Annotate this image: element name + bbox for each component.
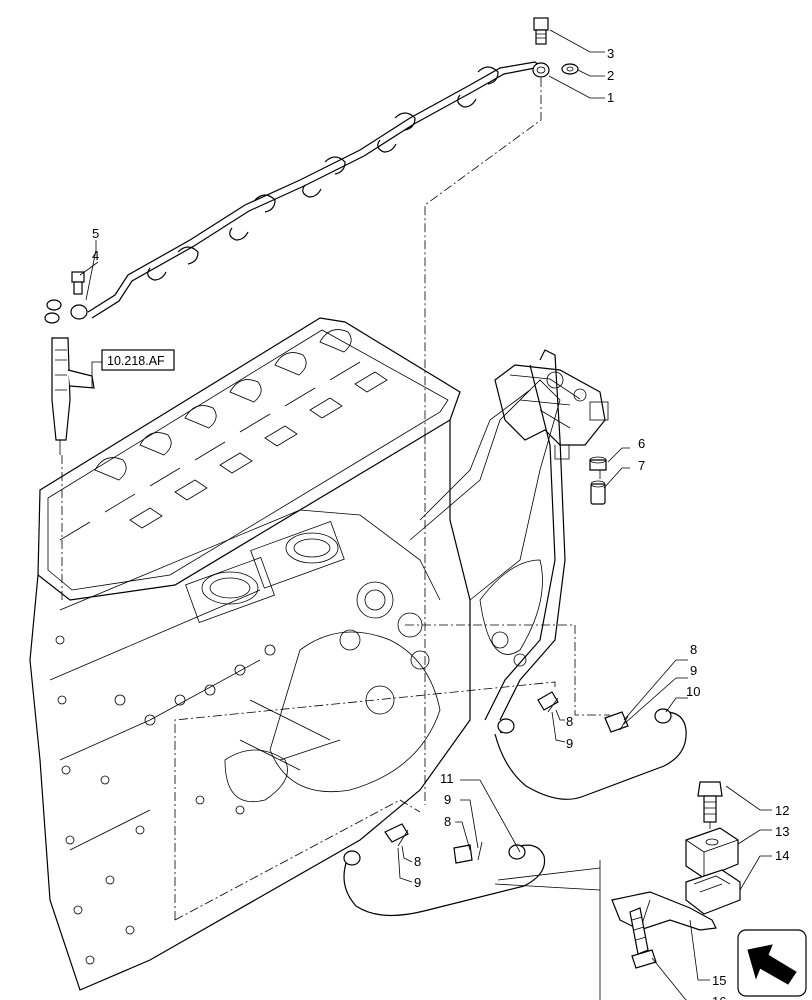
callout-7: 7 <box>638 458 645 473</box>
reference-label: 10.218.AF <box>107 354 165 368</box>
callout-11: 11 <box>440 771 454 786</box>
arrow-nav-icon[interactable] <box>737 929 807 997</box>
callout-8: 8 <box>690 642 697 657</box>
callout-5: 5 <box>92 226 99 241</box>
callout-15: 15 <box>712 973 726 988</box>
callout-9: 9 <box>690 663 697 678</box>
callout-16: 16 <box>712 994 726 1000</box>
callout-3: 3 <box>607 46 614 61</box>
reference-lines <box>61 78 711 921</box>
engine-block <box>29 317 561 991</box>
callout-2: 2 <box>607 68 614 83</box>
callout-4: 4 <box>92 248 99 263</box>
pump-bracket <box>484 349 609 721</box>
callout-1: 1 <box>607 90 614 105</box>
callout-8: 8 <box>566 714 573 729</box>
leader-lines <box>79 29 772 1000</box>
callout-8: 8 <box>414 854 421 869</box>
injector-pipe-assembly <box>44 17 579 455</box>
callout-12: 12 <box>775 803 789 818</box>
callout-14: 14 <box>775 848 789 863</box>
callout-13: 13 <box>775 824 789 839</box>
reference-box[interactable]: 10.218.AF <box>91 349 175 388</box>
fitting-6-7 <box>589 456 607 505</box>
pipe-10 <box>494 691 687 800</box>
mounting-hardware <box>611 781 741 969</box>
callout-9: 9 <box>444 792 451 807</box>
callout-10: 10 <box>686 684 700 699</box>
callout-9: 9 <box>414 875 421 890</box>
callout-9: 9 <box>566 736 573 751</box>
pipe-11 <box>343 823 546 917</box>
callout-8: 8 <box>444 814 451 829</box>
callout-6: 6 <box>638 436 645 451</box>
callout-numbers: 3 2 1 5 4 6 7 8 9 10 8 9 11 9 8 8 9 12 1… <box>92 46 789 1000</box>
